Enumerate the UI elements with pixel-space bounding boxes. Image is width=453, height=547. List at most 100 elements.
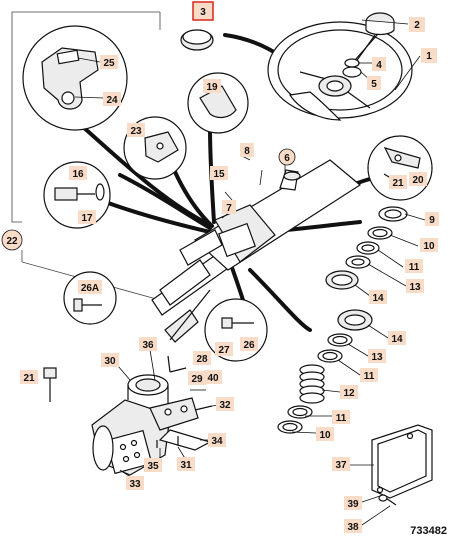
horn-cap: [180, 29, 214, 51]
svg-text:37: 37: [335, 460, 347, 471]
svg-text:8: 8: [244, 146, 250, 157]
svg-text:38: 38: [347, 522, 359, 533]
callout-38: 38: [344, 519, 362, 533]
svg-text:17: 17: [81, 213, 93, 224]
svg-text:10: 10: [319, 430, 331, 441]
svg-text:27: 27: [218, 345, 230, 356]
callout-11-lower: 11: [332, 410, 350, 424]
svg-text:26A: 26A: [81, 283, 99, 294]
svg-text:10: 10: [423, 241, 435, 252]
callout-27: 27: [215, 342, 233, 356]
bolt-21: [43, 367, 57, 402]
callout-31: 31: [177, 457, 195, 471]
callout-11-upper: 11: [405, 259, 423, 273]
inset-26-27: [204, 298, 268, 362]
callout-23: 23: [127, 123, 145, 137]
callout-29: 29: [188, 371, 206, 385]
callout-14-upper: 14: [369, 290, 387, 304]
callout-10-upper: 10: [420, 238, 438, 252]
callout-11-middle: 11: [360, 368, 378, 382]
svg-text:36: 36: [142, 340, 154, 351]
callout-7: 7: [222, 200, 236, 214]
callout-19: 19: [203, 79, 221, 93]
svg-text:24: 24: [106, 95, 118, 106]
svg-text:7: 7: [226, 203, 232, 214]
callout-39: 39: [344, 496, 362, 510]
svg-text:26: 26: [243, 340, 255, 351]
callout-21-inset: 21: [389, 175, 407, 189]
svg-text:14: 14: [372, 293, 384, 304]
callout-20: 20: [409, 172, 427, 186]
inset-20-21: [367, 135, 433, 201]
callout-1: 1: [421, 48, 437, 63]
callout-25: 25: [100, 55, 118, 69]
svg-text:34: 34: [211, 436, 223, 447]
spring: [299, 364, 325, 404]
svg-text:14: 14: [391, 334, 403, 345]
callout-3-highlighted: 3: [192, 1, 214, 21]
svg-text:15: 15: [213, 169, 225, 180]
svg-text:11: 11: [409, 262, 420, 273]
steering-wheel: [267, 21, 413, 121]
callout-10-lower: 10: [316, 427, 334, 441]
callout-9: 9: [425, 212, 439, 226]
callout-26: 26: [240, 337, 258, 351]
svg-text:13: 13: [371, 352, 383, 363]
callout-24: 24: [103, 92, 121, 106]
callout-6: 6: [278, 148, 296, 166]
steering-column: [151, 159, 362, 343]
svg-text:12: 12: [343, 388, 355, 399]
callout-40: 40: [204, 370, 222, 384]
svg-text:40: 40: [207, 373, 219, 384]
callout-4: 4: [372, 57, 386, 71]
svg-text:22: 22: [6, 236, 18, 247]
svg-text:4: 4: [376, 60, 382, 71]
callout-13-lower: 13: [368, 349, 386, 363]
seal-washer-stack: [277, 206, 408, 434]
callout-26a: 26A: [78, 280, 102, 294]
svg-text:29: 29: [191, 374, 203, 385]
svg-text:21: 21: [23, 373, 35, 384]
callout-5: 5: [367, 76, 381, 90]
svg-text:35: 35: [147, 461, 159, 472]
svg-text:23: 23: [130, 126, 142, 137]
diagram-reference-number: 733482: [410, 525, 447, 537]
svg-text:28: 28: [196, 354, 208, 365]
svg-text:16: 16: [72, 169, 84, 180]
callout-14-lower: 14: [388, 331, 406, 345]
svg-text:3: 3: [200, 7, 206, 18]
svg-text:19: 19: [206, 82, 218, 93]
svg-text:11: 11: [364, 371, 375, 382]
callout-33: 33: [126, 476, 144, 490]
spinner-knob: [354, 12, 395, 61]
cover-plate: [371, 424, 433, 506]
callout-8: 8: [240, 143, 254, 157]
svg-text:1: 1: [426, 51, 432, 62]
callout-2: 2: [409, 17, 425, 32]
nut-and-washer: [342, 58, 362, 78]
callout-28: 28: [193, 351, 211, 365]
callout-17: 17: [78, 210, 96, 224]
callout-22: 22: [1, 229, 23, 251]
callout-13-upper: 13: [406, 279, 424, 293]
svg-text:13: 13: [409, 282, 421, 293]
callout-labels: 1 2 3 4 5 6 7 8 9 10 11: [1, 1, 439, 533]
callout-12: 12: [340, 385, 358, 399]
svg-text:31: 31: [180, 460, 192, 471]
callout-34: 34: [208, 433, 226, 447]
callout-32: 32: [216, 397, 234, 411]
inset-26a: [63, 271, 117, 325]
callout-16: 16: [69, 166, 87, 180]
svg-text:11: 11: [336, 413, 347, 424]
callout-35: 35: [144, 458, 162, 472]
svg-text:2: 2: [414, 20, 420, 31]
svg-text:25: 25: [103, 58, 115, 69]
callout-15: 15: [210, 166, 228, 180]
inset-24-25: [22, 25, 128, 131]
svg-text:21: 21: [392, 178, 404, 189]
svg-text:20: 20: [412, 175, 424, 186]
callout-21-left: 21: [20, 370, 38, 384]
svg-text:33: 33: [129, 479, 141, 490]
callout-36: 36: [139, 337, 157, 351]
